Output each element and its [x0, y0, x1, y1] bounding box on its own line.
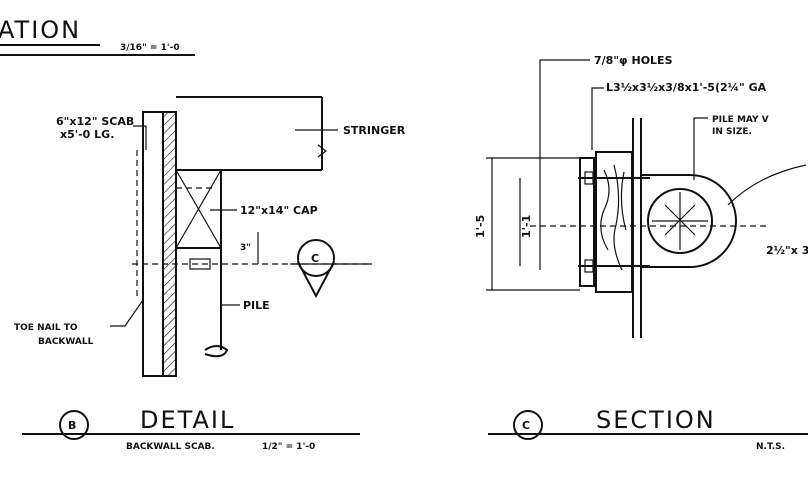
- bolt: [189, 258, 211, 270]
- section-bubble-arrow: [297, 261, 335, 299]
- detail-subtitle: BACKWALL SCAB.: [126, 442, 215, 452]
- stringer-label: STRINGER: [343, 124, 406, 137]
- holes-leader: [539, 59, 590, 270]
- dim-right: 2½"x 3: [766, 244, 808, 257]
- pile-may-2: IN SIZE.: [712, 127, 752, 137]
- dim-left-label: 1'-5: [474, 215, 487, 238]
- detail-marker: [59, 410, 89, 440]
- detail-marker-label: B: [68, 419, 76, 432]
- backwall-hatch: [162, 111, 177, 377]
- section-subtitle: N.T.S.: [756, 442, 785, 452]
- pile-may-1: PILE MAY V: [712, 115, 769, 125]
- wood-grain: [600, 164, 627, 271]
- nut-bottom: [584, 259, 594, 273]
- stringer-break: [317, 144, 327, 158]
- backwall-scab: [142, 111, 164, 377]
- pile-end: [204, 345, 229, 358]
- section-title: SECTION: [596, 406, 716, 434]
- angle-plate: [579, 157, 595, 287]
- dim-inner-label: 1'-1: [520, 215, 533, 238]
- cap: [175, 169, 222, 249]
- section-marker: [513, 410, 543, 440]
- holes-label: 7/8"φ HOLES: [594, 54, 673, 67]
- scab-leader: [133, 125, 147, 150]
- cap-cross-b: [175, 169, 222, 249]
- scab-label-2: x5'-0 LG.: [60, 128, 114, 141]
- cap-label: 12"x14" CAP: [240, 204, 318, 217]
- elevation-scale: 3/16" = 1'-0: [120, 43, 180, 53]
- elevation-title: ATION: [0, 16, 81, 44]
- angle-leader: [591, 87, 604, 150]
- pile-circle: [647, 188, 713, 254]
- pile-may-leader: [693, 117, 708, 180]
- bubble-c-label: C: [311, 252, 319, 265]
- toe-nail-leader: [110, 299, 144, 327]
- nut-top: [584, 171, 594, 185]
- pile-rings: [652, 192, 708, 250]
- section-bubble: [297, 239, 335, 277]
- detail-title: DETAIL: [140, 406, 235, 434]
- scab-label-1: 6"x12" SCAB: [56, 115, 134, 128]
- dim-3in: 3": [240, 243, 251, 253]
- toe-nail-1: TOE NAIL TO: [14, 323, 78, 333]
- pile-label: PILE: [243, 299, 270, 312]
- angle-label: L3½x3½x3/8x1'-5(2¼" GA: [606, 81, 767, 94]
- pile-arrow: [727, 164, 807, 206]
- section-marker-label: C: [522, 419, 530, 432]
- detail-scale: 1/2" = 1'-0: [262, 442, 315, 452]
- pile-outline: [641, 174, 737, 268]
- toe-nail-2: BACKWALL: [38, 337, 94, 347]
